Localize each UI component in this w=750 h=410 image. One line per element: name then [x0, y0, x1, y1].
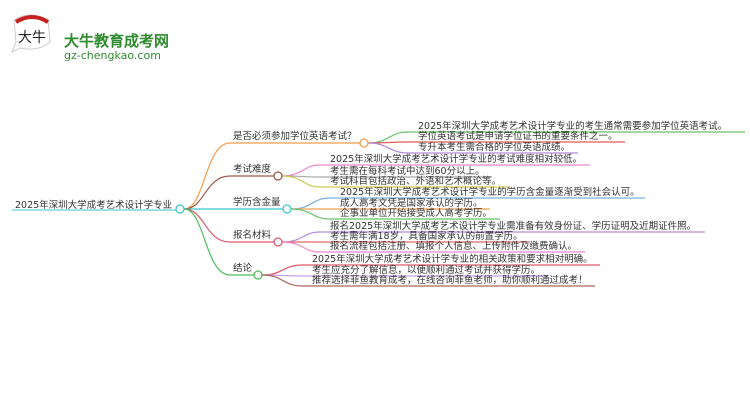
- leaf-node[interactable]: 成人高考文凭是国家承认的学历。: [340, 198, 483, 209]
- logo: 大牛 大牛教育成考网 gz-chengkao.com: [8, 12, 178, 62]
- leaf-connector: [281, 241, 585, 253]
- leaf-node[interactable]: 考试科目包括政治、外语和艺术概论等。: [330, 176, 502, 187]
- leaf-node[interactable]: 2025年深圳大学成考艺术设计学专业的相关政策和要求相对明确。: [312, 254, 593, 265]
- logo-brand: 大牛教育成考网: [64, 32, 170, 50]
- leaf-node[interactable]: 报名流程包括注册、填报个人信息、上传附件及缴费确认。: [330, 241, 578, 252]
- leaf-connector: [367, 142, 578, 154]
- branch-label[interactable]: 报名材料: [233, 230, 272, 241]
- collapse-toggle-icon: [273, 237, 283, 247]
- branch-connector: [183, 208, 274, 243]
- branch-connector: [183, 142, 360, 210]
- root-node[interactable]: 2025年深圳大学成考艺术设计学专业: [15, 200, 173, 211]
- leaf-node[interactable]: 考生需在每科考试中达到60分以上。: [330, 166, 485, 177]
- leaf-connector: [281, 175, 510, 188]
- leaf-node[interactable]: 推荐选择菲鱼教育成考，在线咨询菲鱼老师，助你顺利通过成考！: [312, 275, 588, 286]
- collapse-toggle-icon: [359, 138, 369, 148]
- collapse-toggle-icon: [253, 270, 263, 280]
- leaf-node[interactable]: 考生应充分了解信息，以便顺利通过考试并获得学历。: [312, 265, 541, 276]
- branch-connector: [183, 208, 254, 276]
- leaf-node[interactable]: 报名2025年深圳大学成考艺术设计学专业需准备有效身份证、学历证明及近期证件照。: [330, 221, 697, 232]
- leaf-connector: [261, 274, 595, 287]
- leaf-node[interactable]: 2025年深圳大学成考艺术设计学专业的考生通常需要参加学位英语考试。: [418, 121, 728, 132]
- branch-label[interactable]: 学历含金量: [233, 197, 281, 208]
- logo-mark-icon: 大牛: [11, 14, 51, 54]
- logo-url: gz-chengkao.com: [64, 49, 161, 62]
- leaf-node[interactable]: 企事业单位开始接受成人高考学历。: [340, 208, 493, 219]
- branch-label[interactable]: 是否必须参加学位英语考试？: [233, 131, 357, 142]
- collapse-toggle-icon: [273, 171, 283, 181]
- svg-text:大牛: 大牛: [18, 30, 46, 46]
- branch-label[interactable]: 考试难度: [233, 164, 272, 175]
- leaf-node[interactable]: 学位英语考试是申请学位证书的重要条件之一。: [418, 131, 618, 142]
- leaf-connector: [290, 208, 500, 220]
- leaf-node[interactable]: 2025年深圳大学成考艺术设计学专业的学历含金量逐渐受到社会认可。: [340, 187, 640, 198]
- collapse-toggle-icon: [282, 204, 292, 214]
- leaf-node[interactable]: 2025年深圳大学成考艺术设计学专业的考试难度相对较低。: [330, 154, 583, 165]
- leaf-node[interactable]: 考生需年满18岁，具备国家承认的前置学历。: [330, 231, 523, 242]
- branch-connector: [183, 175, 274, 210]
- branch-label[interactable]: 结论: [233, 263, 253, 274]
- root-toggle-icon: [175, 204, 185, 214]
- leaf-node[interactable]: 专升本考生需合格的学位英语成绩。: [418, 142, 571, 153]
